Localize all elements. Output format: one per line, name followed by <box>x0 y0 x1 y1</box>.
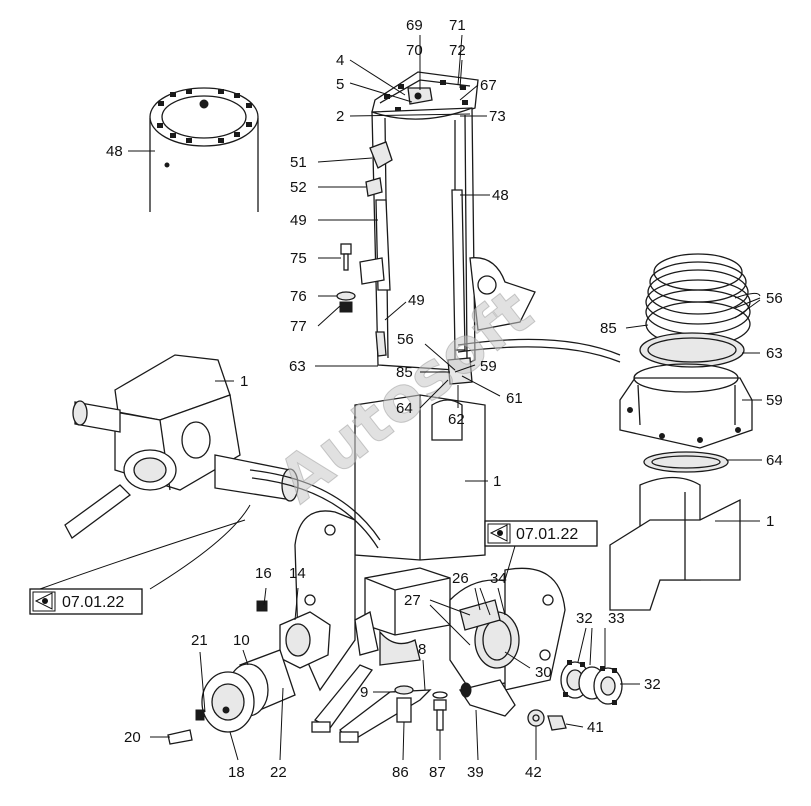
reference-box-07-01-22-right[interactable]: 07.01.22 <box>484 520 598 547</box>
motor-assembly-drawing <box>167 600 331 745</box>
part-number-labels: 69 71 4 70 72 5 67 2 73 48 51 52 48 49 7… <box>106 17 783 781</box>
part-label: 16 <box>255 565 272 582</box>
right-ring-stack-drawing <box>609 253 753 611</box>
part-label: 1 <box>240 373 248 390</box>
part-label: 51 <box>290 154 307 171</box>
part-label: 63 <box>766 345 783 362</box>
part-label: 33 <box>608 610 625 627</box>
part-label: 59 <box>766 392 783 409</box>
part-label: 39 <box>467 764 484 781</box>
reference-box-07-01-22-left[interactable]: 07.01.22 <box>29 588 143 615</box>
part-label: 10 <box>233 632 250 649</box>
part-label: 62 <box>448 411 465 428</box>
part-label: 9 <box>360 684 368 701</box>
part-label: 41 <box>587 719 604 736</box>
part-label: 4 <box>336 52 344 69</box>
part-label: 56 <box>766 290 783 307</box>
part-label: 56 <box>397 331 414 348</box>
part-label: 48 <box>492 187 509 204</box>
part-label: 2 <box>336 108 344 125</box>
part-label: 42 <box>525 764 542 781</box>
gear-set-32-33-drawing <box>560 660 623 705</box>
eye-arrow-icon <box>489 524 508 542</box>
part-label: 14 <box>289 565 306 582</box>
part-label: 18 <box>228 764 245 781</box>
part-label: 48 <box>106 143 123 160</box>
part-label: 21 <box>191 632 208 649</box>
part-label: 49 <box>290 212 307 229</box>
reference-code-right: 07.01.22 <box>516 526 578 543</box>
part-label: 75 <box>290 250 307 267</box>
part-label: 1 <box>493 473 501 490</box>
part-label: 63 <box>289 358 306 375</box>
part-label: 77 <box>290 318 307 335</box>
part-label: 86 <box>392 764 409 781</box>
central-column-drawing <box>336 71 621 385</box>
part-label: 76 <box>290 288 307 305</box>
part-label: 85 <box>396 364 413 381</box>
eye-arrow-icon <box>34 592 53 610</box>
part-label: 52 <box>290 179 307 196</box>
part-label: 8 <box>418 641 426 658</box>
part-label: 73 <box>489 108 506 125</box>
part-label: 64 <box>396 400 413 417</box>
part-label: 1 <box>766 513 774 530</box>
cylinder-48-drawing <box>149 87 259 212</box>
part-label: 32 <box>644 676 661 693</box>
part-label: 27 <box>404 592 421 609</box>
part-label: 61 <box>506 390 523 407</box>
part-label: 26 <box>452 570 469 587</box>
leader-lines <box>128 34 762 761</box>
part-label: 30 <box>535 664 552 681</box>
part-label: 59 <box>480 358 497 375</box>
part-label: 87 <box>429 764 446 781</box>
left-gearbox-drawing <box>64 354 381 549</box>
part-label: 67 <box>480 77 497 94</box>
part-label: 34 <box>490 570 507 587</box>
part-label: 72 <box>449 42 466 59</box>
reference-code-left: 07.01.22 <box>62 594 124 611</box>
part-label: 32 <box>576 610 593 627</box>
part-label: 71 <box>449 17 466 34</box>
part-label: 5 <box>336 76 344 93</box>
part-label: 70 <box>406 42 423 59</box>
part-label: 20 <box>124 729 141 746</box>
part-label: 49 <box>408 292 425 309</box>
part-label: 85 <box>600 320 617 337</box>
part-label: 64 <box>766 452 783 469</box>
part-label: 69 <box>406 17 423 34</box>
part-label: 22 <box>270 764 287 781</box>
